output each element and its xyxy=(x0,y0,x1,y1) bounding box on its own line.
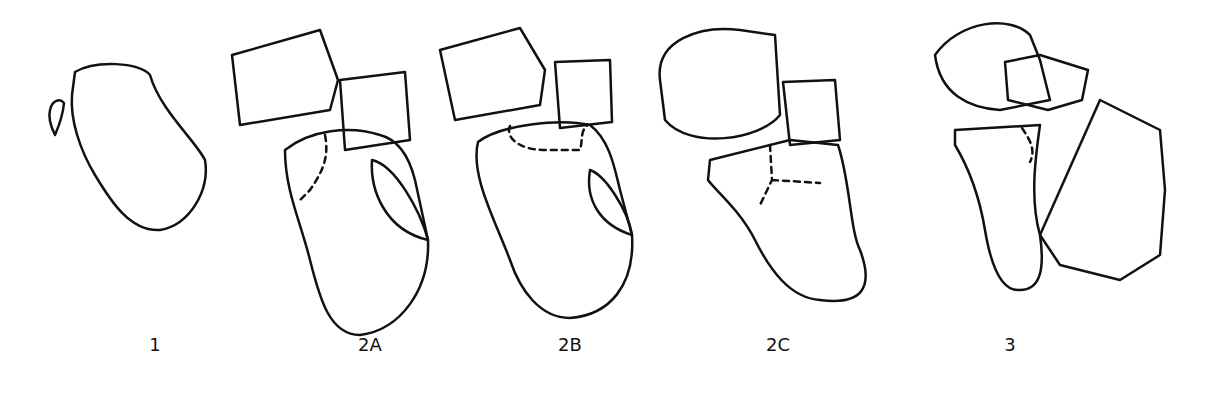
talus-outline xyxy=(660,29,780,138)
bone-fragment xyxy=(49,100,64,135)
fragment-line xyxy=(589,170,632,235)
talus-outline xyxy=(935,23,1050,110)
cuboid-outline xyxy=(783,80,840,145)
calcaneus-outline xyxy=(708,140,866,301)
calcaneus-outline xyxy=(285,130,428,335)
calcaneus-outline xyxy=(955,125,1042,290)
figure-label: 2B xyxy=(558,334,582,356)
fracture-line xyxy=(1022,128,1032,162)
fracture-line xyxy=(760,145,820,205)
talus-outline xyxy=(232,30,338,125)
navicular-outline xyxy=(1005,55,1088,110)
bone-fragment xyxy=(1040,100,1165,280)
talus-outline xyxy=(440,28,545,120)
fracture-line xyxy=(509,125,588,150)
figure-label: 1 xyxy=(149,334,160,356)
cuboid-outline xyxy=(340,72,410,150)
figure-label: 3 xyxy=(1004,334,1015,356)
fragment-line xyxy=(372,160,428,240)
fracture-line xyxy=(300,135,326,200)
cuboid-outline xyxy=(555,60,612,128)
calcaneus-outline xyxy=(72,64,206,230)
figure-label: 2C xyxy=(766,334,790,356)
calcaneus-outline xyxy=(476,122,632,318)
figure-label: 2A xyxy=(358,334,382,356)
